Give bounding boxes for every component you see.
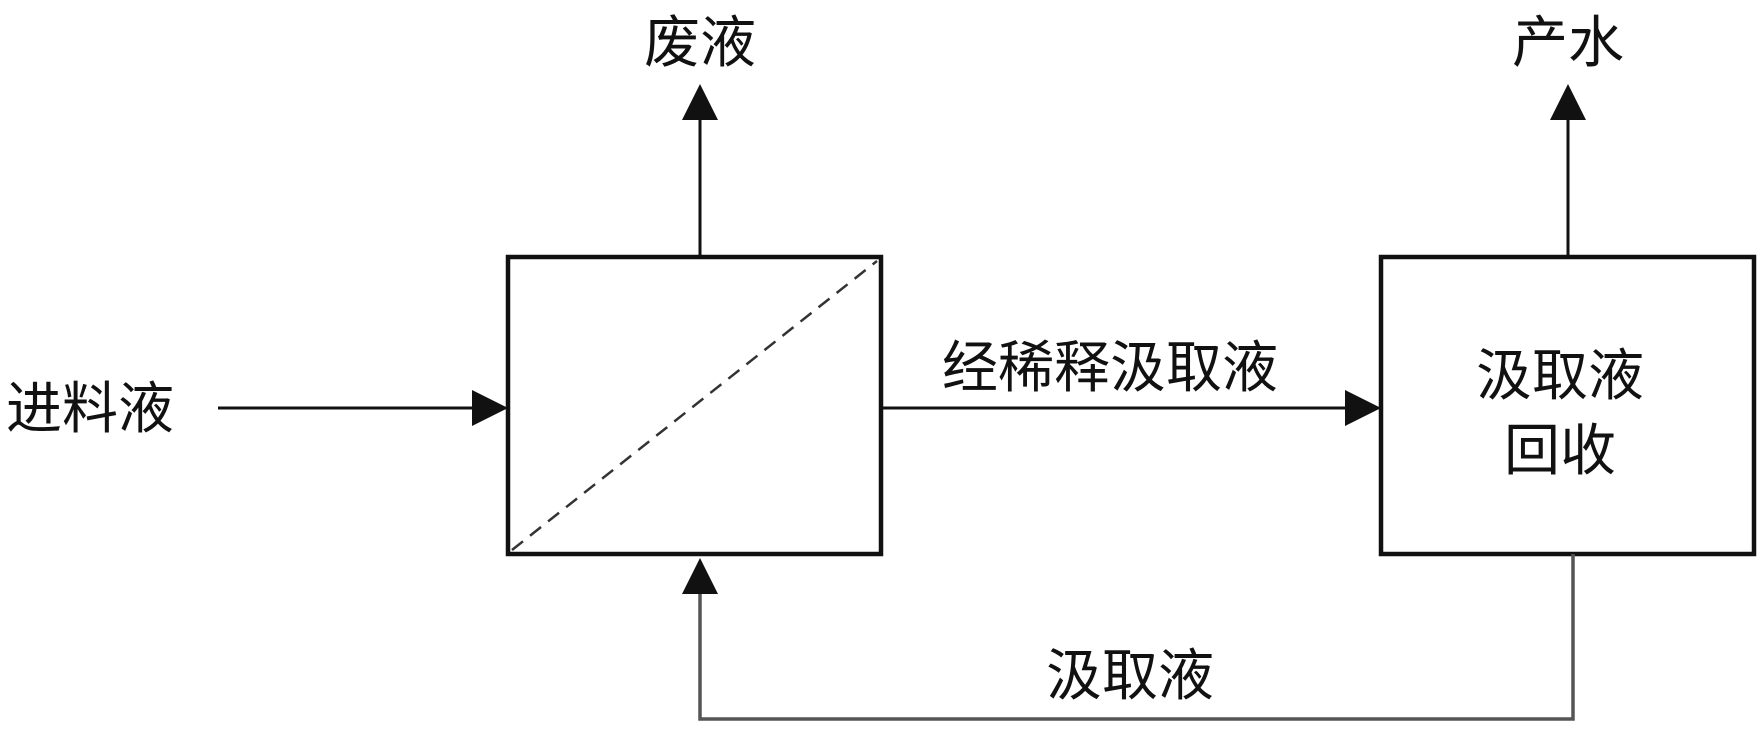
node-label-product: 产水 [1512,11,1624,76]
node-label-feed: 进料液 [6,377,174,442]
recovery-unit [1378,254,1757,557]
edge-recovery-to-module [682,554,1575,721]
membrane-dashed-line [511,260,878,551]
edge-module-to-recovery [881,390,1381,426]
edge-module-to-waste [682,84,718,257]
edge-label-diluted-draw-solution: 经稀释汲取液 [942,336,1278,401]
edge-recovery-to-product [1550,84,1586,257]
node-label-waste: 废液 [644,11,756,76]
edge-feed-to-module [218,390,508,426]
node-label-recovery-line1: 汲取液 [1476,344,1644,409]
membrane-module [505,254,884,557]
node-label-recovery-line2: 回收 [1504,419,1616,484]
edge-label-draw-solution: 汲取液 [1046,644,1214,709]
